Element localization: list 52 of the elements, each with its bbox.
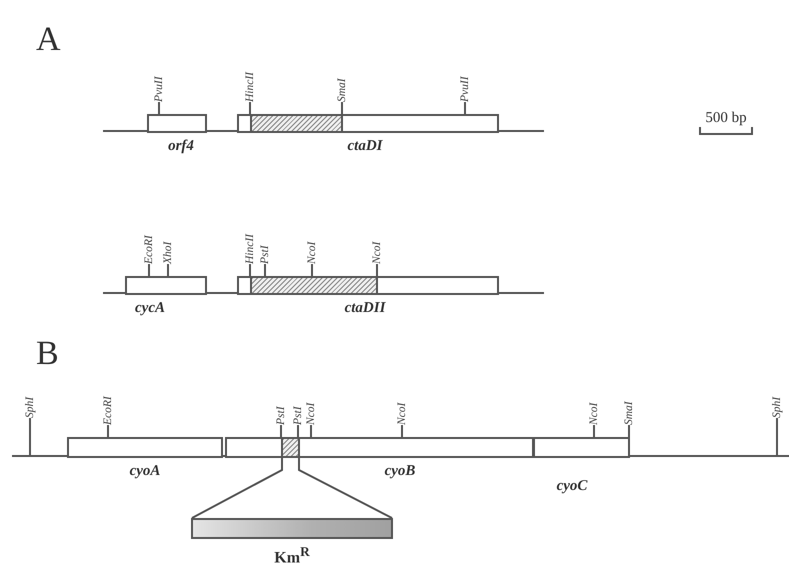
- site-tick: [341, 102, 343, 116]
- gene-label: cyoB: [384, 463, 416, 479]
- gene-label: cyoA: [130, 463, 160, 479]
- restriction-site-label: NcoI: [306, 242, 318, 264]
- restriction-site-label: NcoI: [371, 242, 383, 264]
- gene-label: orf4: [168, 138, 194, 154]
- restriction-site-label: SphI: [771, 396, 783, 418]
- site-tick: [310, 425, 312, 437]
- site-tick: [311, 264, 313, 278]
- site-tick: [107, 425, 109, 437]
- gene-label: cycA: [135, 300, 165, 316]
- site-tick: [776, 418, 778, 455]
- site-tick: [376, 264, 378, 278]
- site-tick: [148, 264, 150, 276]
- restriction-site-label: EcoRI: [102, 396, 114, 425]
- restriction-site-label: HincII: [244, 234, 256, 264]
- restriction-site-label: PstI: [275, 406, 287, 425]
- hatched-region: [281, 439, 300, 456]
- restriction-site-label: SphI: [24, 396, 36, 418]
- restriction-site-label: SmaI: [336, 78, 348, 102]
- site-tick: [628, 425, 630, 437]
- site-tick: [264, 264, 266, 278]
- restriction-site-label: EcoRI: [143, 235, 155, 264]
- scale-label: 500 bp: [705, 110, 747, 126]
- panel-letter: B: [36, 336, 59, 372]
- site-tick: [593, 425, 595, 437]
- hatched-region: [250, 116, 343, 131]
- site-tick: [158, 102, 160, 114]
- restriction-site-label: PvuII: [153, 76, 165, 102]
- restriction-site-label: NcoI: [305, 402, 317, 425]
- gene-label: ctaDI: [348, 138, 382, 154]
- site-tick: [29, 418, 31, 455]
- site-tick: [280, 425, 282, 439]
- hatched-region: [250, 278, 378, 293]
- restriction-site-label: PstI: [259, 245, 271, 264]
- restriction-site-label: PvuII: [459, 76, 471, 102]
- insert-label: Km$^{R}$: [274, 544, 310, 564]
- restriction-site-label: NcoI: [396, 402, 408, 425]
- restriction-site-label: PstI: [292, 406, 304, 425]
- site-tick: [249, 102, 251, 116]
- restriction-site-label: SmaI: [623, 401, 635, 425]
- site-tick: [249, 264, 251, 278]
- site-tick: [464, 102, 466, 114]
- restriction-site-label: XhoI: [162, 242, 174, 264]
- site-tick: [401, 425, 403, 437]
- panel-letter: A: [36, 22, 61, 58]
- restriction-site-label: NcoI: [588, 402, 600, 425]
- restriction-site-label: HincII: [244, 72, 256, 102]
- site-tick: [167, 264, 169, 276]
- gene-label: ctaDII: [344, 300, 386, 316]
- site-tick: [297, 425, 299, 439]
- gene-label: cyoC: [556, 478, 588, 494]
